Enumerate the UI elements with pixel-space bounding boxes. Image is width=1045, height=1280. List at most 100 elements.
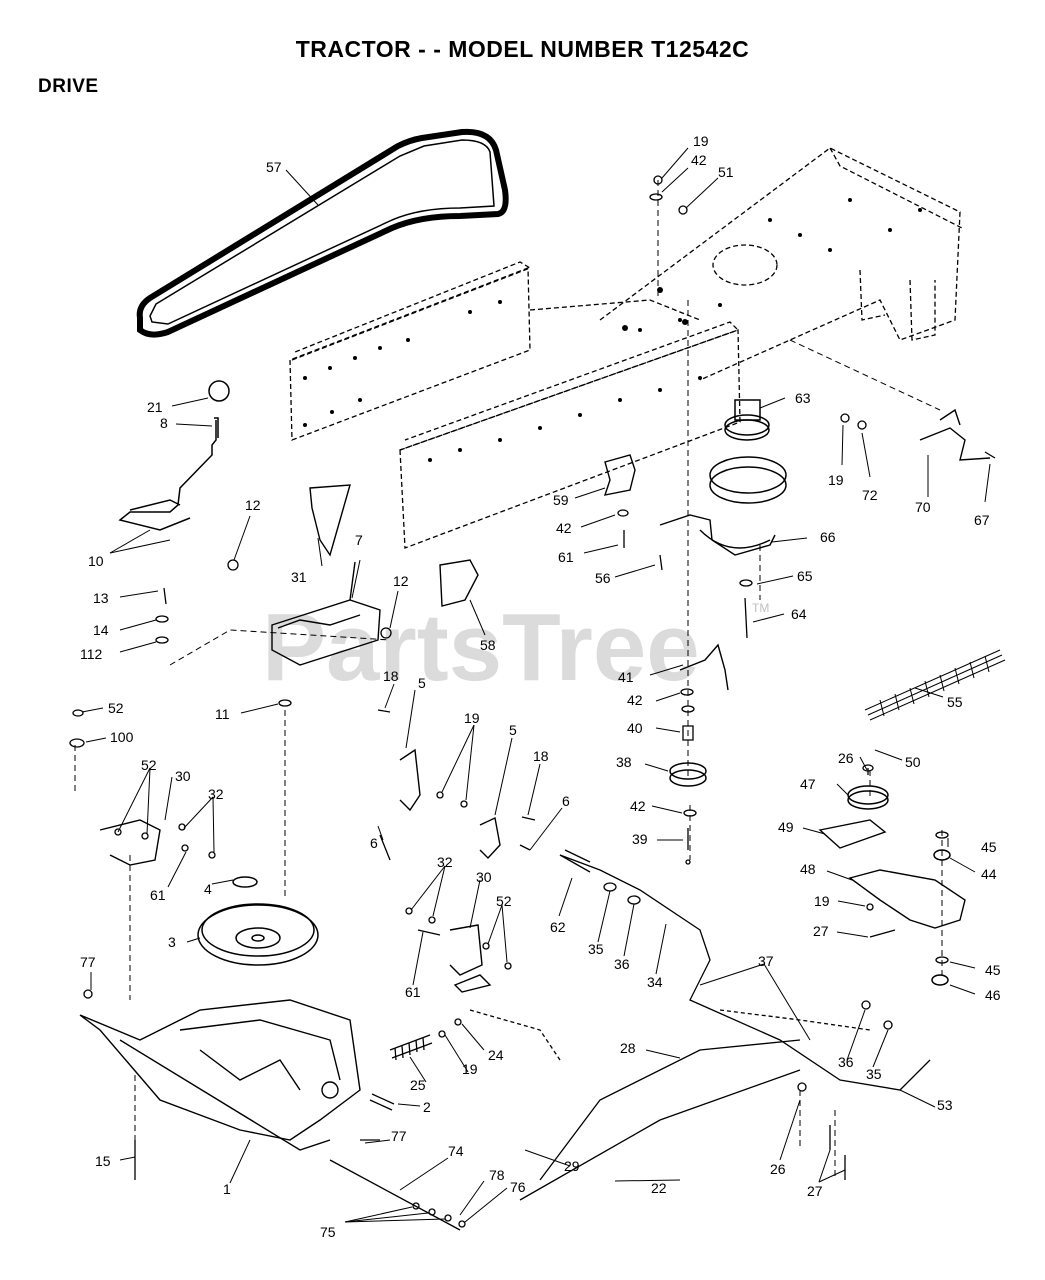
callout-25: 25 xyxy=(410,1077,426,1093)
callout-38: 38 xyxy=(616,754,632,770)
idler-pulley-47 xyxy=(847,785,889,805)
callout-30: 30 xyxy=(175,768,191,784)
spring-bracket-70 xyxy=(919,427,991,461)
callout-24: 24 xyxy=(488,1047,504,1063)
callout-59: 59 xyxy=(553,492,569,508)
bracket-31 xyxy=(309,484,351,557)
rod-66 xyxy=(659,514,776,556)
callout-52: 52 xyxy=(108,700,124,716)
callout-12: 12 xyxy=(245,497,261,513)
callout-47: 47 xyxy=(800,776,816,792)
engine-pulley-63-top xyxy=(724,419,770,441)
spring-55 xyxy=(864,649,1006,721)
callout-10: 10 xyxy=(88,553,104,569)
callout-35b: 35 xyxy=(866,1066,882,1082)
bracket-5-right xyxy=(479,816,501,860)
callout-64: 64 xyxy=(791,606,807,622)
callout-55: 55 xyxy=(947,694,963,710)
bracket-30-left xyxy=(99,819,161,866)
callout-66: 66 xyxy=(820,529,836,545)
key-4 xyxy=(232,876,258,888)
chassis-frame xyxy=(289,147,963,549)
callout-42d: 42 xyxy=(630,798,646,814)
callout-26: 26 xyxy=(838,750,854,766)
bracket-30-right xyxy=(449,924,483,976)
callout-3: 3 xyxy=(168,934,176,950)
callout-52c: 52 xyxy=(496,893,512,909)
callout-70: 70 xyxy=(915,499,931,515)
callout-27: 27 xyxy=(813,923,829,939)
callout-11: 11 xyxy=(215,706,230,722)
engine-pulley-63 xyxy=(709,456,787,494)
callout-labels: 57 19 42 51 21 8 12 10 31 7 12 13 14 112… xyxy=(80,133,1001,1240)
callout-19c: 19 xyxy=(464,710,480,726)
callout-19b: 19 xyxy=(828,472,844,488)
callout-46: 46 xyxy=(985,987,1001,1003)
callout-56: 56 xyxy=(595,570,611,586)
fasteners xyxy=(69,175,996,1228)
section-heading: DRIVE xyxy=(38,76,99,97)
clip-46 xyxy=(931,974,949,986)
callout-63: 63 xyxy=(795,390,811,406)
callout-40: 40 xyxy=(627,720,643,736)
callout-6b: 6 xyxy=(562,793,570,809)
callout-61c: 61 xyxy=(405,984,421,1000)
shift-knob-21 xyxy=(208,380,230,402)
shift-lever-8 xyxy=(118,420,217,531)
bracket-59 xyxy=(603,454,636,496)
drive-brackets xyxy=(99,408,991,993)
callout-67: 67 xyxy=(974,512,990,528)
callout-6: 6 xyxy=(370,835,378,851)
callout-5b: 5 xyxy=(509,722,517,738)
bracket-58 xyxy=(439,559,479,607)
callout-5: 5 xyxy=(418,675,426,691)
callout-19e: 19 xyxy=(462,1061,478,1077)
callout-21: 21 xyxy=(147,399,163,415)
callout-22: 22 xyxy=(651,1180,667,1196)
callout-1: 1 xyxy=(223,1181,231,1197)
callout-19d: 19 xyxy=(814,893,830,909)
callout-14: 14 xyxy=(93,622,109,638)
callout-61: 61 xyxy=(558,549,574,565)
callout-15: 15 xyxy=(95,1153,111,1169)
callout-42b: 42 xyxy=(556,520,572,536)
callout-78: 78 xyxy=(489,1167,505,1183)
callout-37: 37 xyxy=(758,953,774,969)
callout-19: 19 xyxy=(693,133,709,149)
bracket-49 xyxy=(818,819,887,849)
callout-57: 57 xyxy=(266,159,282,175)
shift-lever-assembly xyxy=(118,380,230,531)
callout-51: 51 xyxy=(718,164,734,180)
callout-42c: 42 xyxy=(627,692,643,708)
callout-74: 74 xyxy=(448,1143,464,1159)
rod-28 xyxy=(539,1039,801,1181)
callout-27b: 27 xyxy=(807,1183,823,1199)
callout-62: 62 xyxy=(550,919,566,935)
callout-18b: 18 xyxy=(533,748,549,764)
callout-58: 58 xyxy=(480,637,496,653)
callout-28: 28 xyxy=(620,1040,636,1056)
callout-76: 76 xyxy=(510,1179,526,1195)
rod-34-53 xyxy=(559,854,931,1091)
callout-100: 100 xyxy=(110,729,134,745)
callout-53: 53 xyxy=(937,1097,953,1113)
callout-35: 35 xyxy=(588,941,604,957)
callout-52b: 52 xyxy=(141,757,157,773)
watermark-tm: TM xyxy=(752,601,769,615)
callout-30b: 30 xyxy=(476,869,492,885)
callout-7: 7 xyxy=(355,532,363,548)
leader-lines xyxy=(81,147,991,1223)
callout-34: 34 xyxy=(647,974,663,990)
transaxle-1 xyxy=(79,999,361,1151)
callout-12b: 12 xyxy=(393,573,409,589)
callout-31: 31 xyxy=(291,569,307,585)
watermark-text: PartsTree xyxy=(262,594,700,701)
rod-75 xyxy=(329,1159,461,1231)
leader-dashes xyxy=(74,180,943,1180)
callout-42: 42 xyxy=(691,152,707,168)
callout-39: 39 xyxy=(632,831,648,847)
callout-77b: 77 xyxy=(391,1128,407,1144)
callout-44: 44 xyxy=(981,866,997,882)
callout-72: 72 xyxy=(862,487,878,503)
callout-36: 36 xyxy=(614,956,630,972)
